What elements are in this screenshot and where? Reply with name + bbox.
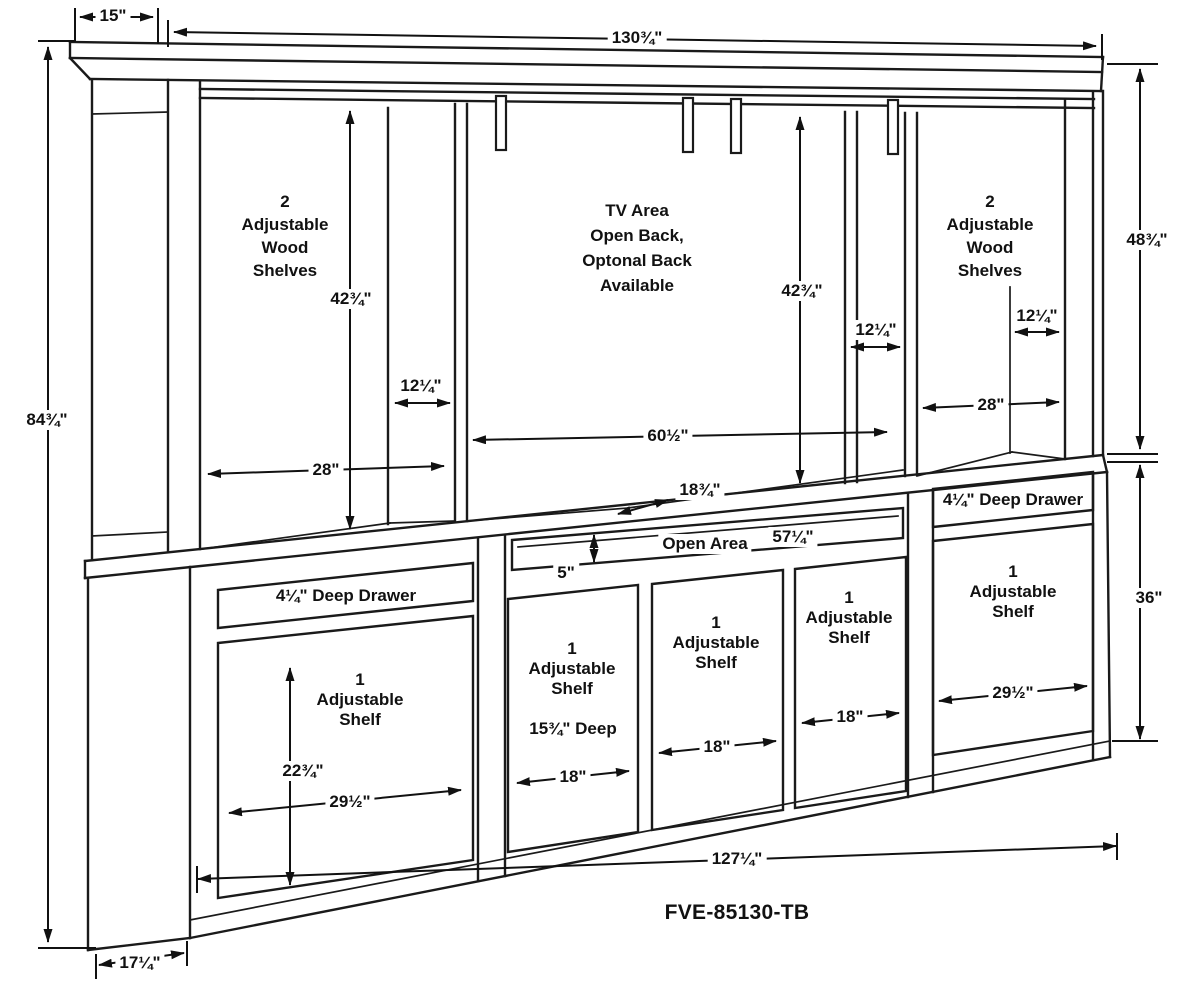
left-drawer-front [216,561,475,630]
dim-shelf-width-left: 29½" [325,792,375,812]
right-door-label-line3: Shelf [992,602,1034,621]
open-area-label: Open Area [658,534,752,554]
dim-hutch-interior-left: 42¾" [326,289,376,309]
mid-door-1-label: 1 Adjustable Shelf [529,639,616,699]
mid-door-3-label: 1 Adjustable Shelf [806,588,893,648]
dim-open-area-height: 5" [553,563,579,583]
tv-area-label-line1: TV Area [605,201,669,220]
mid-door-2-label-line3: Shelf [695,653,737,672]
mid-door-2-label-line1: 1 [711,613,721,632]
left-door-label-line3: Shelf [339,710,381,729]
crown-molding [68,40,1105,93]
dim-tv-width: 60½" [643,426,693,446]
tv-area-label-line2: Open Back, [590,226,684,245]
tv-area-label: TV Area Open Back, Optonal Back Availabl… [582,198,692,298]
middle-cabinet-doors [506,555,908,854]
mid-door-1-label-line1: 1 [567,639,577,658]
base-cabinet-outline [86,470,1112,952]
tv-area-label-line4: Available [599,276,675,295]
hanging-pegs [494,94,900,156]
hutch-partitions [386,89,1105,526]
model-number: FVE-85130-TB [664,901,810,924]
right-door-label-line1: 1 [1008,562,1018,581]
mid-door-3-label-line3: Shelf [828,628,870,647]
left-bay-label-line4: Shelves [252,261,318,280]
dim-bay-depth-mid: 12¼" [851,320,901,340]
right-drawer-front [931,470,1095,529]
mid-door-1-label-line3: Shelf [551,679,593,698]
hutch-top-rails [198,87,1096,110]
right-door-label: 1 Adjustable Shelf [970,562,1057,622]
dim-overall-height: 84¾" [22,410,72,430]
dim-hutch-height: 48¾" [1122,230,1172,250]
left-bay-label: 2 Adjustable Wood Shelves [242,190,329,282]
left-pillar [90,78,202,562]
tv-area-label-line3: Optonal Back [582,251,692,270]
left-bay-label-line2: Adjustable [241,215,329,234]
dim-base-height: 36" [1131,588,1167,608]
dim-bay-width-right: 28" [973,395,1009,415]
left-cabinet-door [216,614,475,900]
right-bay-label-line2: Adjustable [946,215,1034,234]
mid-door-1-label-line2: Adjustable [528,659,616,678]
dim-bay-depth-right: 12¼" [1012,306,1062,326]
mid-door-2-label-line2: Adjustable [672,633,760,652]
open-area-slot [510,506,905,572]
left-drawer-label: 4¼" Deep Drawer [275,586,417,605]
dim-crown-depth: 15" [95,6,131,26]
mid-door-1-depth-label: 15¾" Deep [529,719,617,738]
right-bay-label-line3: Wood [966,238,1014,257]
extension-ticks [38,8,1158,979]
dim-base-depth: 17¼" [115,953,165,973]
dim-open-area-width: 57¼" [768,527,818,547]
right-cabinet-door [931,522,1095,757]
dimension-lines [43,12,1145,968]
right-bay-label: 2 Adjustable Wood Shelves [947,190,1034,282]
right-door-label-line2: Adjustable [969,582,1057,601]
left-door-label-line1: 1 [355,670,365,689]
dim-left-shelf-height: 22¾" [278,761,328,781]
dim-door-width-3: 18" [832,707,868,727]
dim-shelf-width-right: 29½" [988,683,1038,703]
left-bay-label-line1: 2 [280,192,290,211]
dim-hutch-interior-right: 42¾" [777,281,827,301]
right-bay-label-line4: Shelves [957,261,1023,280]
dim-door-width-1: 18" [555,767,591,787]
right-drawer-label: 4¼" Deep Drawer [942,490,1084,509]
mid-door-3-label-line1: 1 [844,588,854,607]
dim-bay-depth-left: 12¼" [396,376,446,396]
dim-deck-depth: 18¾" [675,480,725,500]
dim-door-width-2: 18" [699,737,735,757]
left-door-label: 1 Adjustable Shelf [317,670,404,730]
left-door-label-line2: Adjustable [316,690,404,709]
mid-door-3-label-line2: Adjustable [805,608,893,627]
dim-bay-width-left: 28" [308,460,344,480]
dim-overall-width: 130¾" [607,28,667,48]
right-bay-label-line1: 2 [985,192,995,211]
left-bay-label-line3: Wood [261,238,309,257]
mid-door-2-label: 1 Adjustable Shelf [673,613,760,673]
dim-base-width: 127¼" [707,849,767,869]
